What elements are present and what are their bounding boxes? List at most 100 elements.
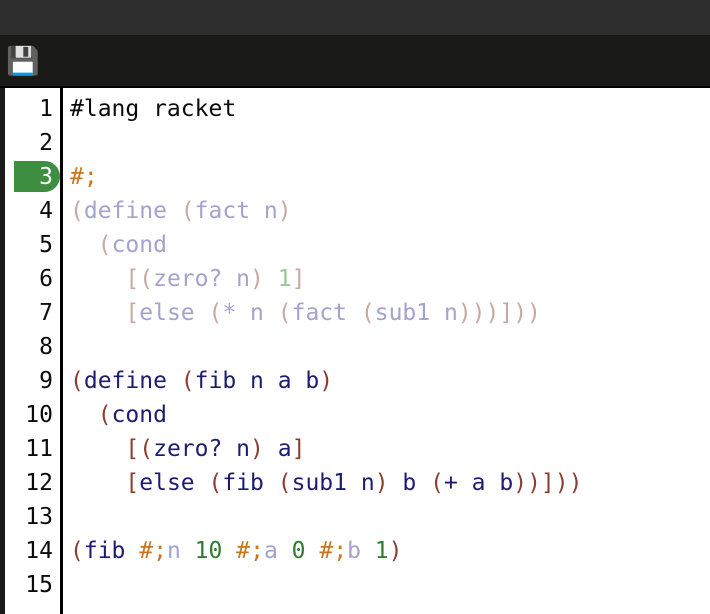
code-token: [( [125,436,154,462]
code-token: else [139,300,209,326]
line-number[interactable]: 15 [25,572,53,598]
line-number[interactable]: 5 [39,232,53,258]
code-token: else [139,470,209,496]
code-token: #; [319,538,348,564]
code-token: ) [319,368,334,394]
gutter-divider [60,88,63,614]
code-token: fib [83,538,140,564]
line-number[interactable]: 10 [25,402,53,428]
toolbar: 💾 [0,35,710,88]
code-line[interactable]: 14(fib #;n 10 #;a 0 #;b 1) [5,534,710,568]
line-number[interactable]: 7 [39,300,53,326]
line-number[interactable]: 4 [39,198,53,224]
line-number[interactable]: 13 [25,504,53,530]
code-token [264,266,278,292]
code-line[interactable]: 6 [(zero? n) 1] [5,262,710,296]
code-token [222,538,236,564]
code-token [278,538,292,564]
code-token: #; [139,538,167,564]
code-token: cond [111,402,167,428]
code-token: ] [291,266,306,292]
code-token: ( [97,232,112,258]
code-line[interactable]: 5 (cond [5,228,710,262]
code-token: [ [125,470,140,496]
code-token [70,436,125,462]
code-token: define [83,198,181,224]
line-number[interactable]: 14 [25,538,53,564]
code-line-text[interactable]: (fib #;n 10 #;a 0 #;b 1) [53,534,710,568]
code-token: fib n a b [194,368,320,394]
code-line[interactable]: 7 [else (* n (fact (sub1 n)))])) [5,296,710,330]
code-token: cond [111,232,167,258]
code-line[interactable]: 2 [5,126,710,160]
code-token: sub1 n [374,300,458,326]
code-token: ( [208,300,223,326]
code-line-text[interactable]: [(zero? n) 1] [53,262,710,296]
code-line-text[interactable]: (cond [53,228,710,262]
code-line-text[interactable]: #lang racket [53,92,710,126]
code-token [70,266,125,292]
code-token: a [263,538,278,564]
code-token [70,470,125,496]
code-token: #; [70,164,98,190]
code-line[interactable]: 1#lang racket [5,92,710,126]
code-line-text[interactable]: (cond [53,398,710,432]
code-token: )))])) [457,300,541,326]
code-line-text[interactable]: [else (fib (sub1 n) b (+ a b))])) [53,466,710,500]
code-token: ( [70,368,84,394]
code-token: zero? n [153,266,251,292]
code-line[interactable]: 4(define (fact n) [5,194,710,228]
code-line[interactable]: 10 (cond [5,398,710,432]
code-token: * n [222,300,278,326]
code-token [181,538,195,564]
breakpoint-marker[interactable] [14,161,60,192]
line-number[interactable]: 6 [39,266,53,292]
code-token: ) [250,436,264,462]
code-line[interactable]: 11 [(zero? n) a] [5,432,710,466]
code-token: 0 [291,538,306,564]
line-number-marked[interactable]: 3 [5,160,60,194]
code-token: + a b [443,470,514,496]
code-line[interactable]: 13 [5,500,710,534]
code-line[interactable]: 12 [else (fib (sub1 n) b (+ a b))])) [5,466,710,500]
code-token: a [277,436,292,462]
code-token: ( [430,470,444,496]
code-token: [( [125,266,154,292]
code-token: fib [222,470,278,496]
code-token: ( [97,402,112,428]
code-line[interactable]: 9(define (fib n a b) [5,364,710,398]
code-line-text[interactable]: (define (fib n a b) [53,364,710,398]
code-token: fact [291,300,361,326]
line-number[interactable]: 2 [39,130,53,156]
code-token [306,538,320,564]
code-line-text[interactable]: (define (fact n) [53,194,710,228]
code-token: ( [180,198,195,224]
code-line[interactable]: 3 #; [5,160,710,194]
code-line-text[interactable]: [(zero? n) a] [53,432,710,466]
code-token [70,300,125,326]
line-number[interactable]: 12 [25,470,53,496]
code-token: ))])) [513,470,583,496]
code-token: ) [250,266,264,292]
code-token: ( [70,198,84,224]
line-number[interactable]: 11 [25,436,53,462]
line-number[interactable]: 8 [39,334,53,360]
code-token: 1 [277,266,292,292]
code-line-text[interactable]: [else (* n (fact (sub1 n)))])) [53,296,710,330]
title-bar [0,0,710,35]
line-number[interactable]: 1 [39,96,53,122]
code-token: ( [70,538,84,564]
code-line-text[interactable]: #; [53,160,710,194]
line-number[interactable]: 9 [39,368,53,394]
code-token: n [166,538,181,564]
code-line[interactable]: 8 [5,330,710,364]
code-token: #; [236,538,264,564]
floppy-disk-icon[interactable]: 💾 [6,45,40,77]
code-token: 1 [374,538,389,564]
code-token: ( [277,470,292,496]
code-token: ( [360,300,375,326]
code-token: b [402,470,431,496]
code-line[interactable]: 15 [5,568,710,602]
